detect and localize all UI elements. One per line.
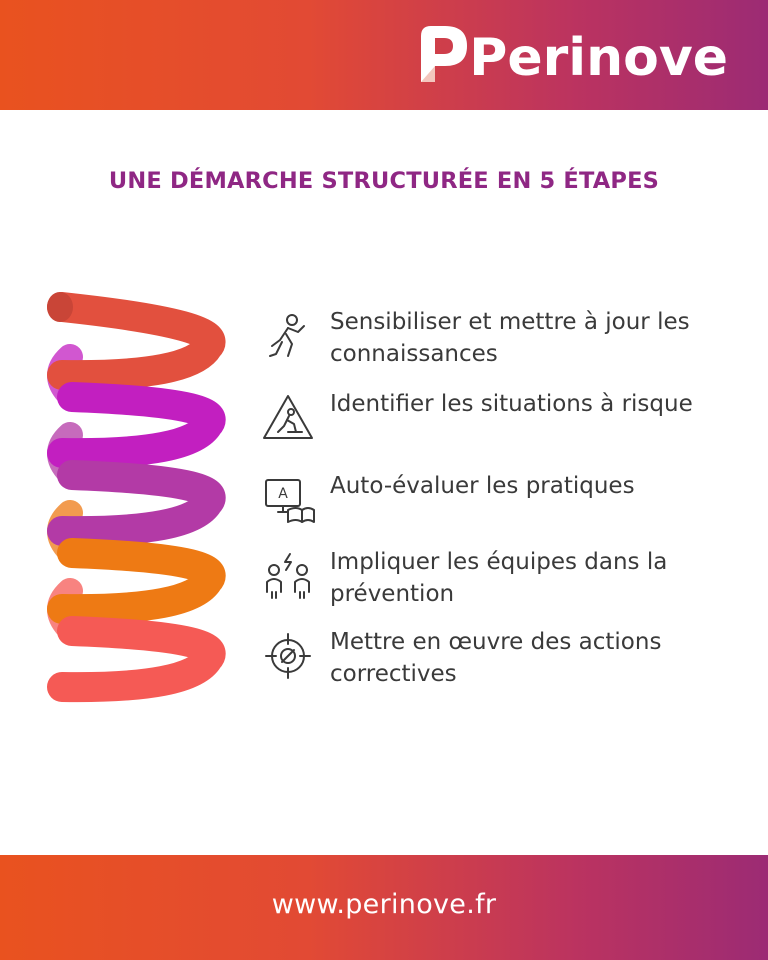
website-link[interactable]: www.perinove.fr: [271, 889, 497, 920]
page-title: UNE DÉMARCHE STRUCTURÉE EN 5 ÉTAPES: [108, 168, 660, 194]
spiral-coil-1: [47, 292, 226, 391]
step-item-3: A Auto-évaluer les pratiques: [258, 470, 758, 530]
step-item-5: Mettre en œuvre des actions correctives: [258, 626, 758, 690]
team-spark-icon: [258, 546, 318, 606]
spiral-spring-illustration: [47, 292, 226, 703]
spiral-coil-4: [47, 538, 226, 625]
spiral-coil-2: [47, 382, 226, 469]
step-label: Sensibiliser et mettre à jour les connai…: [330, 309, 690, 367]
footer-banner: www.perinove.fr: [0, 855, 768, 960]
target-icon: [258, 626, 318, 686]
step-label: Impliquer les équipes dans la prévention: [330, 549, 668, 607]
warning-triangle-icon: [258, 388, 318, 448]
step-label: Auto-évaluer les pratiques: [330, 473, 635, 499]
step-label: Mettre en œuvre des actions correctives: [330, 629, 662, 687]
spiral-coil-5: [47, 616, 226, 703]
brand-name: Perinove: [469, 28, 728, 88]
step-label: Identifier les situations à risque: [330, 391, 693, 417]
step-item-1: Sensibiliser et mettre à jour les connai…: [258, 306, 758, 370]
runner-icon: [258, 306, 318, 366]
spiral-coil-3: [47, 460, 226, 547]
svg-text:A: A: [278, 486, 288, 502]
step-item-2: Identifier les situations à risque: [258, 388, 758, 448]
step-item-4: Impliquer les équipes dans la prévention: [258, 546, 758, 610]
brand-logo[interactable]: Perinove: [415, 16, 728, 86]
spiral-top-end: [47, 292, 73, 322]
screen-book-icon: A: [258, 470, 318, 530]
logo-p-mark-icon: [421, 26, 468, 82]
header-banner: Perinove: [0, 0, 768, 110]
